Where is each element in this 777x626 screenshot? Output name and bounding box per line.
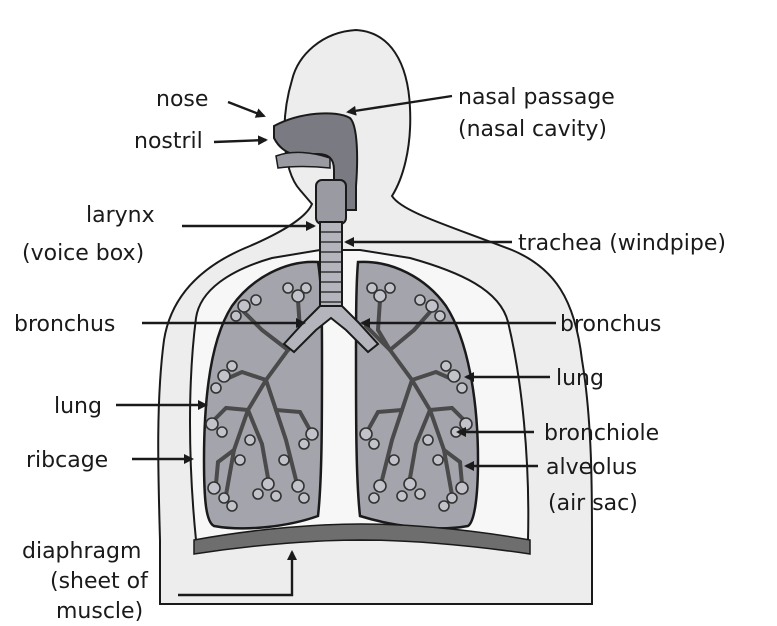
label-alveolus-2: (air sac) [548, 491, 638, 516]
label-nasal-passage-2: (nasal cavity) [458, 117, 607, 142]
label-larynx-2: (voice box) [22, 241, 144, 266]
leader-nostril [214, 140, 266, 142]
label-alveolus-1: alveolus [546, 455, 637, 480]
label-bronchiole: bronchiole [544, 421, 659, 446]
trachea [320, 222, 342, 312]
label-larynx-1: larynx [86, 203, 155, 228]
label-ribcage: ribcage [26, 448, 108, 473]
label-diaphragm-1: diaphragm [22, 539, 141, 564]
label-nostril: nostril [134, 129, 203, 154]
label-lung-left: lung [54, 394, 102, 419]
larynx [316, 180, 346, 224]
label-nasal-passage-1: nasal passage [458, 85, 615, 110]
leader-nose [228, 102, 264, 116]
label-nose: nose [156, 87, 208, 112]
label-bronchus-left: bronchus [14, 312, 115, 337]
label-diaphragm-3: muscle) [56, 599, 143, 624]
label-bronchus-right: bronchus [560, 312, 661, 337]
label-trachea: trachea (windpipe) [518, 231, 726, 256]
label-diaphragm-2: (sheet of [50, 569, 149, 594]
label-lung-right: lung [556, 366, 604, 391]
